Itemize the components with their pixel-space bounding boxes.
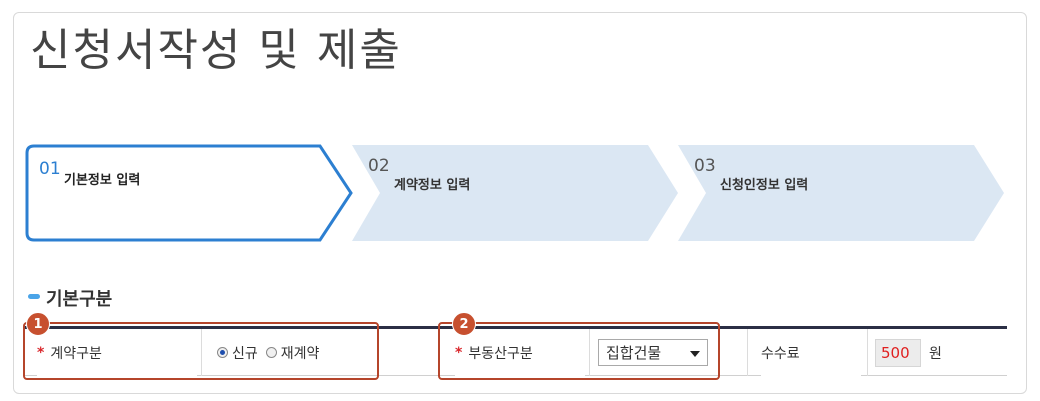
radio-new[interactable] — [217, 347, 228, 358]
contract-type-label: 계약구분 — [50, 345, 102, 362]
step-1-basic-info[interactable]: 01 기본정보 입력 — [24, 143, 356, 243]
step-2-shape — [352, 145, 678, 241]
property-type-cell: 집합건물 — [598, 329, 718, 376]
section-bullet-icon — [28, 294, 40, 299]
basic-classification-row: * 계약구분 신규 재계약 * 부동산구분 집합건물 수수료 500 원 — [23, 326, 1007, 376]
step-2-label: 계약정보 입력 — [394, 178, 471, 193]
step-1-number: 01 — [39, 159, 61, 179]
property-type-select[interactable]: 집합건물 — [598, 339, 708, 366]
step-2-number: 02 — [368, 156, 390, 176]
radio-new-label[interactable]: 신규 — [232, 345, 258, 362]
step-3-shape — [678, 145, 1004, 241]
highlight-box-2 — [438, 322, 720, 380]
radio-renewal-label[interactable]: 재계약 — [280, 345, 320, 362]
annotation-badge-1: 1 — [26, 312, 50, 336]
section-heading-text: 기본구분 — [46, 289, 113, 310]
fee-label-cell: 수수료 — [761, 329, 861, 376]
step-1-label: 기본정보 입력 — [64, 173, 141, 188]
property-type-label-cell: * 부동산구분 — [455, 329, 585, 376]
required-mark: * — [455, 344, 463, 361]
fee-value-cell: 500 원 — [875, 329, 995, 376]
step-1-shape — [25, 144, 353, 242]
property-type-label: 부동산구분 — [468, 345, 533, 362]
step-3-label: 신청인정보 입력 — [720, 178, 809, 193]
radio-renewal[interactable] — [265, 347, 277, 358]
property-type-value: 집합건물 — [606, 344, 662, 362]
required-mark: * — [37, 344, 45, 361]
page-title: 신청서작성 및 제출 — [30, 25, 402, 76]
step-2-contract-info[interactable]: 02 계약정보 입력 — [352, 143, 682, 243]
fee-unit: 원 — [929, 345, 942, 362]
annotation-badge-2: 2 — [452, 312, 476, 336]
step-3-number: 03 — [694, 156, 716, 176]
contract-type-label-cell: * 계약구분 — [37, 329, 197, 376]
chevron-down-icon[interactable] — [690, 351, 700, 357]
fee-label: 수수료 — [761, 345, 800, 362]
step-3-applicant-info[interactable]: 03 신청인정보 입력 — [678, 143, 1008, 243]
fee-value: 500 — [875, 338, 921, 367]
contract-type-options: 신규 재계약 — [217, 329, 437, 376]
highlight-box-1 — [23, 322, 379, 380]
